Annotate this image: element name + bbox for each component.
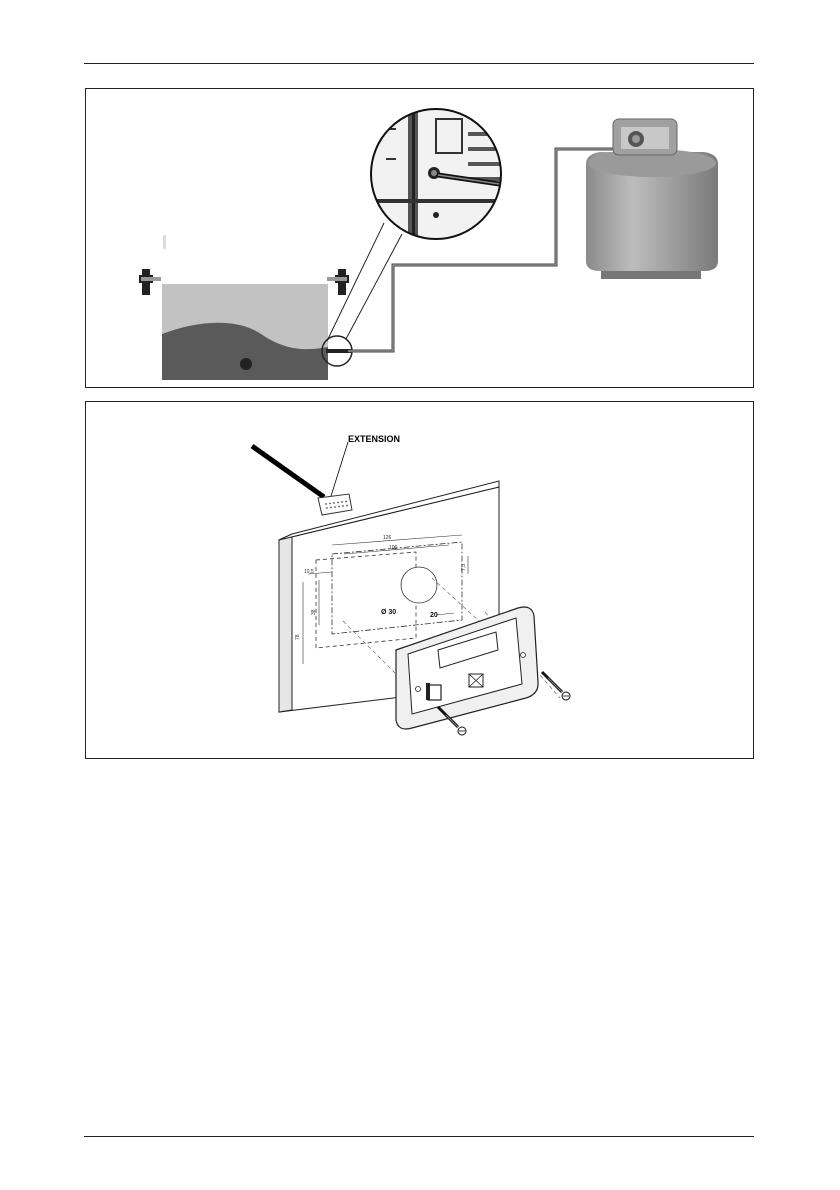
drain-valve [240, 358, 252, 370]
dim-width-outer: 126 [383, 535, 392, 541]
dim-top-offset: 7,5 [461, 564, 467, 571]
footer-rule [84, 1136, 754, 1137]
header-rule [84, 63, 754, 64]
gas-connection-illustration [86, 89, 753, 387]
dim-height-outer: 78 [295, 634, 301, 640]
fuse-cover [469, 674, 483, 687]
panel-installation-figure: EXTENSION 126 106 10,5 38 78 7,5 Ø 30 20 [85, 401, 754, 759]
panel-installation-illustration: EXTENSION 126 106 10,5 38 78 7,5 Ø 30 20 [86, 402, 753, 758]
marker-line [163, 235, 166, 249]
extension-cable [252, 446, 324, 497]
gas-bottle [586, 119, 718, 279]
gas-connection-figure [85, 88, 754, 388]
dim-width-inner: 106 [389, 545, 398, 551]
zoom-detail [371, 109, 506, 239]
extension-connector [318, 494, 352, 515]
extension-label: EXTENSION [348, 434, 400, 444]
dim-height-inner: 38 [311, 609, 317, 615]
screw-right [542, 672, 570, 700]
cable-hole [401, 567, 437, 603]
dim-left-offset: 10,5 [304, 569, 314, 575]
dim-hole-diameter: Ø 30 [381, 609, 396, 616]
water-tank [139, 269, 349, 380]
dim-hole-offset: 20 [430, 612, 438, 619]
